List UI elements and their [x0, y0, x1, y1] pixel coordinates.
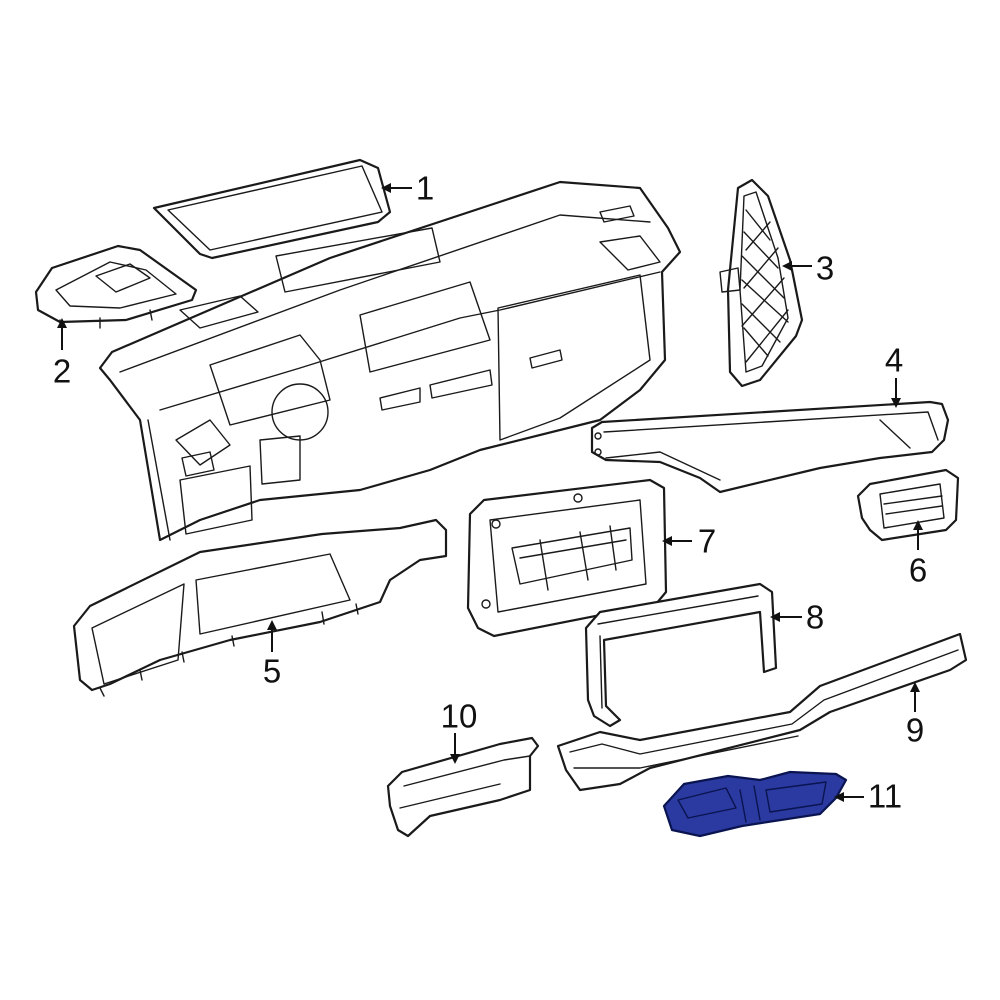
part-7-glove-box-frame	[466, 478, 668, 638]
leader-lines	[57, 183, 923, 802]
callout-2: 2	[52, 352, 72, 390]
callout-6: 6	[908, 551, 928, 589]
callout-1: 1	[415, 169, 435, 207]
callout-8: 8	[805, 598, 825, 636]
callout-7: 7	[697, 522, 717, 560]
part-3-speaker-grille	[719, 178, 804, 388]
callout-10: 10	[440, 697, 478, 735]
instrument-panel-assembly	[98, 180, 682, 542]
part-6-air-outlet	[856, 468, 960, 542]
part-8-display-surround	[584, 582, 778, 728]
callout-5: 5	[262, 652, 282, 690]
callout-9: 9	[905, 711, 925, 749]
callout-11: 11	[867, 777, 903, 815]
part-10-console-trim	[386, 736, 540, 838]
part-9-lower-trim-strip	[556, 632, 968, 792]
callout-3: 3	[815, 249, 835, 287]
part-5-cluster-bezel	[72, 518, 448, 697]
part-1-upper-trim-pad	[152, 158, 392, 260]
part-4-passenger-trim-panel	[590, 400, 950, 494]
part-2-cluster-hood	[34, 244, 198, 331]
callout-4: 4	[884, 341, 904, 379]
part-11-highlighted-bezel	[662, 770, 848, 838]
